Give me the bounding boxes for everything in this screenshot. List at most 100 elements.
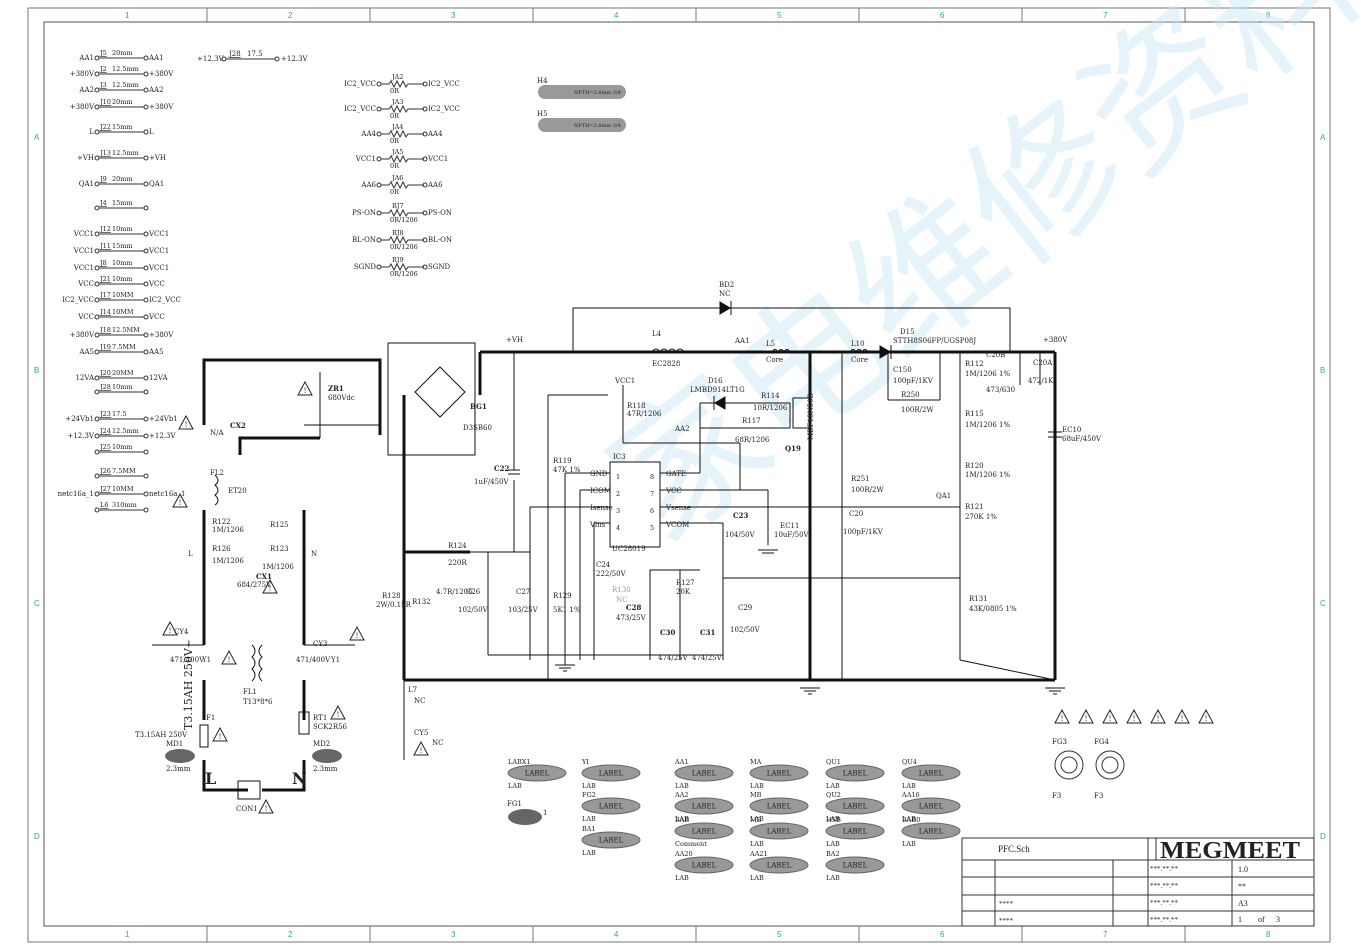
zone-col-4-bottom: 4	[614, 930, 619, 939]
label-pad-footprint: LAB	[826, 782, 840, 790]
inner-frame	[43, 21, 1315, 927]
label-r118v: 47R/1206	[627, 410, 662, 418]
label-fg4: FG4	[1094, 738, 1109, 746]
label-pad-footprint: LAB	[582, 782, 596, 790]
svg-text:!: !	[169, 627, 172, 635]
label-r251v: 100R/2W	[851, 486, 884, 494]
svg-text:!: !	[265, 805, 268, 813]
label-rt1v: SCK2R56	[313, 723, 348, 731]
tb-row-value: 1.0	[1238, 865, 1248, 874]
fg1-pad-pin: 1	[543, 809, 547, 817]
ic3-pin-name: Isense	[590, 504, 613, 512]
jumper-ref: J18	[99, 326, 111, 334]
jumper-left-net: +380V	[70, 70, 95, 78]
label-pad-footprint: LAB	[826, 840, 840, 848]
label-pad-footprint: LAB	[826, 874, 840, 882]
label-md1v: 2.3mm	[166, 765, 191, 773]
label-pad-text: LABEL	[843, 770, 868, 778]
label-q19: Q19	[785, 444, 801, 453]
tb-row-left: ****	[999, 900, 1014, 908]
tb-row-value: A3	[1238, 899, 1248, 908]
jumper-length: 10MM	[112, 308, 134, 316]
label-pad-text: LABEL	[599, 837, 624, 845]
label-ec10: EC10	[1062, 426, 1081, 434]
res-ref: RJ9	[392, 256, 404, 264]
jumper-ref: J3	[99, 81, 107, 89]
res-right-net: VCC1	[427, 155, 448, 163]
jumper-length: 20mm	[112, 49, 133, 57]
label-l4v: EC2828	[652, 360, 680, 368]
jumper-length: 10mm	[112, 275, 133, 283]
jumper-right-net: VCC1	[148, 247, 169, 255]
label-c20v: 100pF/1KV	[843, 528, 884, 536]
tb-row-date: ***.**.**	[1150, 865, 1179, 873]
jumper-left-net: AA2	[78, 86, 94, 94]
jumper-left-net: VCC1	[73, 247, 94, 255]
label-pad-text: LABEL	[692, 803, 717, 811]
zone-row-D-left: D	[34, 832, 40, 841]
label-c31: C31	[700, 628, 715, 637]
jumper-length: 7.5MM	[112, 467, 136, 475]
svg-text:!: !	[1133, 715, 1136, 723]
label-r130: R130	[612, 586, 631, 594]
label-pad-footprint: LAB	[582, 815, 596, 823]
label-y1a: Y1	[201, 656, 211, 664]
warning-icon	[221, 649, 237, 665]
component-symbols	[199, 301, 1062, 800]
res-left-net: AA6	[360, 181, 376, 189]
label-vcc1: VCC1	[614, 377, 635, 385]
res-value: 0R	[390, 188, 400, 196]
warning-icon	[1054, 708, 1070, 724]
zone-col-5-top: 5	[777, 11, 782, 20]
jumper-right-net: QA1	[149, 180, 164, 188]
svg-text:!: !	[1181, 715, 1184, 723]
jumper-left-net: IC2_VCC	[62, 296, 94, 304]
label-pad-ref: MB	[750, 816, 762, 824]
label-f3b: F3	[1094, 792, 1103, 800]
zone-col-7-bottom: 7	[1103, 930, 1108, 939]
label-c27: C27	[516, 588, 530, 596]
page-of: of	[1258, 915, 1265, 924]
warning-icon	[172, 492, 188, 508]
jumper-left-net: +380V	[70, 103, 95, 111]
res-right-net: SGND	[428, 263, 451, 271]
warning-icon	[262, 578, 278, 594]
label-pad-ref: BA2	[826, 850, 840, 858]
ic3-pin-name: GND	[590, 470, 608, 478]
label-bd2: BD2	[719, 281, 734, 289]
jumper-right-net: +380V	[149, 331, 174, 339]
ground-symbols	[555, 549, 1065, 695]
jumper-left-net: VCC	[77, 280, 94, 288]
jumper-length: 12.5mm	[112, 81, 139, 89]
res-ref: RJ8	[392, 229, 404, 237]
ic3-pin-name: VCC	[665, 487, 682, 495]
page-number: 1	[1238, 915, 1242, 924]
label-r120v: 1M/1206 1%	[965, 471, 1010, 479]
tb-row-left: ****	[999, 917, 1014, 925]
jumper-ref: L6	[100, 501, 108, 509]
zone-col-3-top: 3	[451, 11, 456, 20]
label-ec11: EC11	[780, 522, 799, 530]
zone-row-B-left: B	[34, 366, 39, 375]
label-r121v: 270K 1%	[965, 513, 997, 521]
label-pad-ref: AA20	[674, 850, 693, 858]
label-r126: R126	[212, 545, 231, 553]
label-pad-text: LABEL	[843, 828, 868, 836]
label-pads: LABX1LABELLABYILABELLABFG2LABELLABBA1LAB…	[507, 758, 961, 882]
label-pad-text: LABEL	[919, 803, 944, 811]
label-v380: +380V	[1043, 336, 1068, 344]
label-pad-ref: BAB0	[902, 816, 920, 824]
